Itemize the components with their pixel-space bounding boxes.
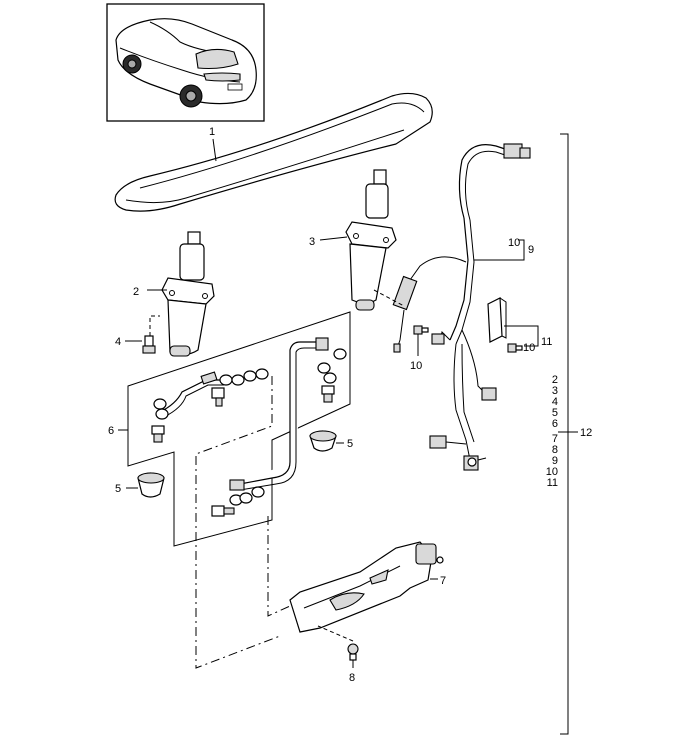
- callout-4: 4: [115, 336, 121, 348]
- part-1-rear-spoiler: [114, 92, 433, 212]
- callout-7: 7: [440, 575, 446, 587]
- dashed-guide-4: [149, 315, 160, 336]
- dashed-guide-left: [195, 376, 281, 669]
- bracket-11: [504, 325, 539, 347]
- assembly-12-list: 2 3 4 5 6 7 8 9 10 11: [546, 374, 558, 489]
- assembly-list-item: 3: [552, 385, 558, 397]
- callout-5b: 5: [115, 483, 121, 495]
- callout-9: 9: [528, 244, 534, 256]
- callout-6: 6: [108, 425, 114, 437]
- callout-10b: 10: [410, 360, 422, 372]
- assembly-list-item: 11: [547, 477, 558, 489]
- leader-3: [319, 236, 348, 241]
- assembly-list-item: 7: [552, 433, 558, 445]
- assembly-list-item: 10: [546, 466, 558, 478]
- callout-1: 1: [209, 126, 215, 138]
- part-5-cap-left: [137, 472, 165, 498]
- callout-12: 12: [580, 427, 592, 439]
- part-6-hydraulic-lines: [151, 337, 347, 517]
- part-7-hydraulic-unit: [289, 541, 444, 633]
- bracket-9: [518, 239, 525, 261]
- callout-2: 2: [133, 286, 139, 298]
- callout-8: 8: [349, 672, 355, 684]
- part-10-screw-right: [507, 343, 523, 353]
- part-2-lift-cylinder: [161, 231, 215, 357]
- assembly-list-item: 4: [552, 396, 558, 408]
- assembly-12-bracket: [560, 133, 569, 735]
- callout-3: 3: [309, 236, 315, 248]
- dashed-guide-8: [317, 625, 354, 642]
- vehicle-thumbnail: [106, 3, 265, 122]
- assembly-list-item: 6: [552, 418, 558, 430]
- part-3-lift-cylinder: [345, 169, 397, 311]
- part-5-cap-right: [309, 430, 337, 452]
- part-10-screw-middle: [413, 325, 429, 335]
- callout-5a: 5: [347, 438, 353, 450]
- part-8-screw: [347, 643, 359, 661]
- assembly-list-item: 5: [552, 407, 558, 419]
- car-icon: [115, 18, 257, 108]
- assembly-list-item: 8: [552, 444, 558, 456]
- dashed-guide-harness: [373, 289, 405, 307]
- callout-10a: 10: [508, 237, 520, 249]
- callout-11: 11: [541, 336, 552, 348]
- part-9-wiring-harness: [392, 143, 531, 471]
- leader-1: [212, 138, 217, 162]
- part-4-screw: [142, 335, 156, 354]
- assembly-list-item: 2: [552, 374, 558, 386]
- group-6-outline: [127, 311, 351, 547]
- part-11-control-unit: [487, 297, 507, 343]
- assembly-list-item: 9: [552, 455, 558, 467]
- callout-10c: 10: [523, 342, 535, 354]
- dashed-guide-mid: [267, 516, 291, 617]
